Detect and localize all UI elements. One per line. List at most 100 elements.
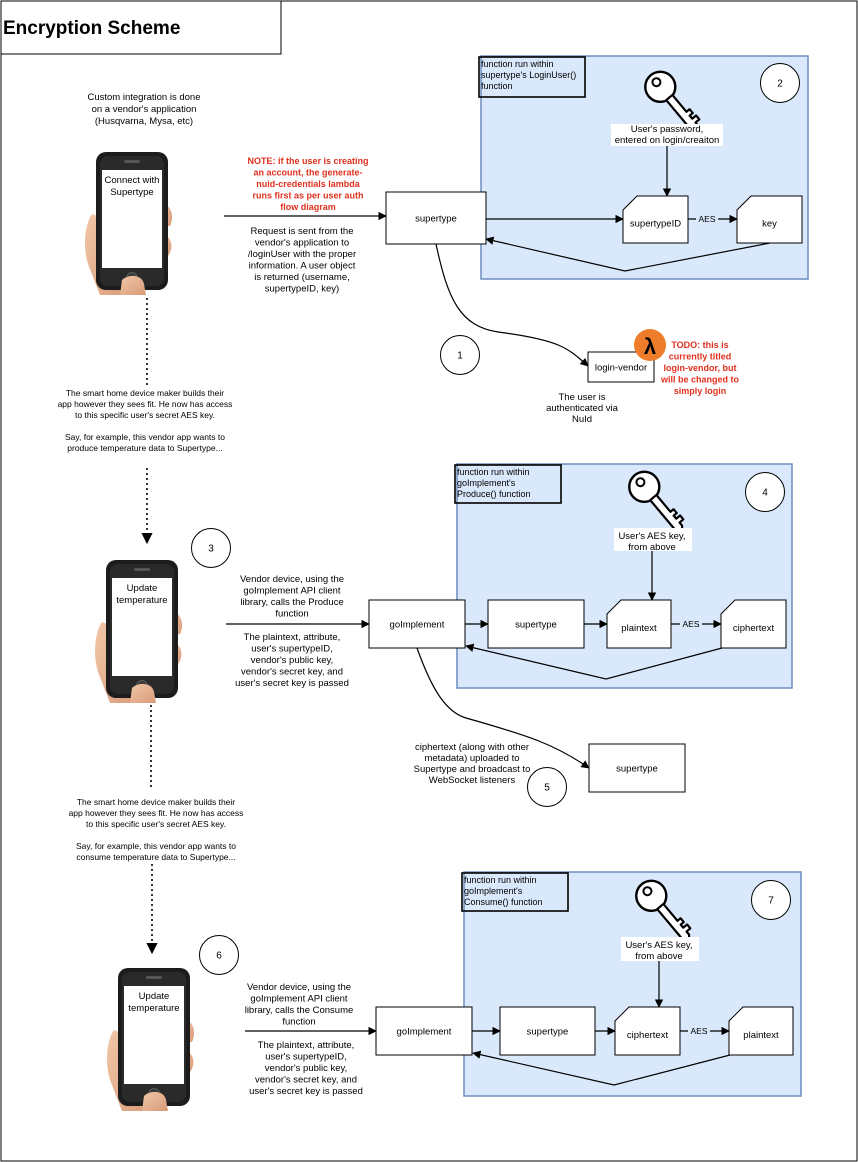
goimplement-node-label: goImplement	[397, 1027, 452, 1038]
supertype-node	[487, 599, 585, 649]
supertypeid-node	[622, 195, 689, 244]
step-marker-label: 1	[457, 351, 463, 362]
phone-screen-label: Update	[127, 583, 158, 594]
supertype-node-label: supertype	[415, 214, 457, 225]
consume-passed-text: vendor's secret key, and	[255, 1075, 357, 1086]
key-icon	[635, 879, 692, 943]
supertype-node	[588, 743, 686, 793]
panel-title-box-text: supertype's LoginUser()	[481, 70, 576, 80]
transition-text: produce temperature data to Supertype...	[67, 443, 222, 453]
page-title: Encryption Scheme	[3, 18, 180, 39]
return-arrow	[485, 236, 771, 272]
note-text: flow diagram	[280, 202, 336, 212]
produce-call-text: library, calls the Produce	[240, 597, 343, 608]
panel-title-box-text: function run within	[464, 875, 537, 885]
supertype-node	[499, 1006, 596, 1056]
phone-screen-label: temperature	[116, 595, 167, 606]
supertypeid-node-label: supertypeID	[630, 219, 681, 230]
goimplement-node	[368, 599, 466, 649]
transition-text: to this specific user's secret AES key.	[86, 819, 226, 829]
panel-title-box-text: function	[481, 81, 513, 91]
upload-text: ciphertext (along with other	[415, 742, 529, 753]
aes-label: AES	[682, 619, 699, 629]
produce-passed-text: vendor's secret key, and	[241, 667, 343, 678]
title-box	[0, 0, 282, 55]
todo-text: TODO: this is	[671, 340, 728, 350]
produce-passed-text: user's supertypeID,	[251, 644, 333, 655]
request-text: Request is sent from the	[251, 226, 354, 237]
step-marker	[751, 880, 791, 920]
note-text: runs first as per user auth	[252, 191, 363, 201]
produce-passed-text: vendor's public key,	[251, 655, 333, 666]
step-marker	[199, 935, 239, 975]
todo-text: login-vendor, but	[664, 363, 737, 373]
transition-text: to this specific user's secret AES key.	[75, 410, 215, 420]
produce-call-text: goImplement API client	[243, 586, 341, 597]
aws-lambda-icon	[634, 329, 666, 361]
return-arrow	[472, 1050, 731, 1086]
consume-call-text: goImplement API client	[250, 994, 348, 1005]
request-text: vendor's application to	[255, 238, 349, 249]
input-label-bg	[611, 124, 723, 146]
consume-passed-text: user's secret key is passed	[249, 1086, 363, 1097]
note-text: nuid-credentials lambda	[256, 179, 361, 189]
goimplement-node	[375, 1006, 473, 1056]
produce-passed-text: The plaintext, attribute,	[244, 632, 341, 643]
transition-text: Say, for example, this vendor app wants …	[65, 432, 225, 442]
intro-text: Custom integration is done	[87, 92, 200, 103]
note-text: NOTE: if the user is creating	[247, 156, 368, 166]
ciphertext-node	[614, 1006, 681, 1056]
produce-call-text: Vendor device, using the	[240, 574, 344, 585]
upload-text: Supertype and broadcast to	[414, 764, 531, 775]
step-marker-label: 5	[544, 783, 550, 794]
produce-call-text: function	[275, 609, 308, 620]
input-label: User's AES key,	[618, 531, 685, 542]
step-marker	[745, 472, 785, 512]
ciphertext-node-label: ciphertext	[733, 623, 775, 634]
todo-text: will be changed to	[660, 375, 740, 385]
panel-title-box-text: Produce() function	[457, 489, 531, 499]
ciphertext-node	[720, 599, 787, 649]
transition-text: The smart home device maker builds their	[77, 797, 235, 807]
login-vendor-node-label: login-vendor	[595, 363, 647, 374]
upload-text: WebSocket listeners	[429, 775, 516, 786]
phone-screen-label: temperature	[128, 1003, 179, 1014]
step-marker-label: 3	[208, 544, 214, 555]
login-caption: authenticated via	[546, 403, 619, 414]
supertype-node	[385, 191, 487, 245]
note-text: an account, the generate-	[253, 168, 362, 178]
plaintext-node-label: plaintext	[621, 623, 657, 634]
request-text: information. A user object	[249, 261, 356, 272]
intro-text: (Husqvarna, Mysa, etc)	[95, 116, 193, 127]
transition-text: Say, for example, this vendor app wants …	[76, 841, 236, 851]
plaintext-node	[606, 599, 672, 649]
goimplement-node-label: goImplement	[390, 620, 445, 631]
plaintext-node	[728, 1006, 794, 1056]
transition-text: app however they sees fit. He now has ac…	[69, 808, 244, 818]
key-node-label: key	[762, 219, 777, 230]
panel-title-box-text: goImplement's	[457, 478, 516, 488]
to-login-vendor-arrow	[435, 243, 589, 367]
consume-passed-text: The plaintext, attribute,	[258, 1040, 355, 1051]
step-marker-label: 4	[762, 488, 768, 499]
panel-title-box-text: function run within	[457, 467, 530, 477]
panel-title-box	[461, 872, 569, 912]
transition-text: app however they sees fit. He now has ac…	[58, 399, 233, 409]
step-marker	[440, 335, 480, 375]
aes-label-bg	[680, 618, 702, 630]
panel-title-box-text: Consume() function	[464, 897, 543, 907]
upload-text: metadata) uploaded to	[424, 753, 519, 764]
login-caption: NuId	[572, 414, 592, 425]
input-label: User's AES key,	[625, 940, 692, 951]
step-marker	[527, 767, 567, 807]
supertype-node-label: supertype	[515, 620, 557, 631]
consume-passed-text: user's supertypeID,	[265, 1052, 347, 1063]
transition-text: The smart home device maker builds their	[66, 388, 224, 398]
aes-label: AES	[698, 214, 715, 224]
panel-title-box	[478, 56, 586, 98]
aes-label-bg	[696, 213, 718, 225]
supertype-node-label: supertype	[616, 764, 658, 775]
